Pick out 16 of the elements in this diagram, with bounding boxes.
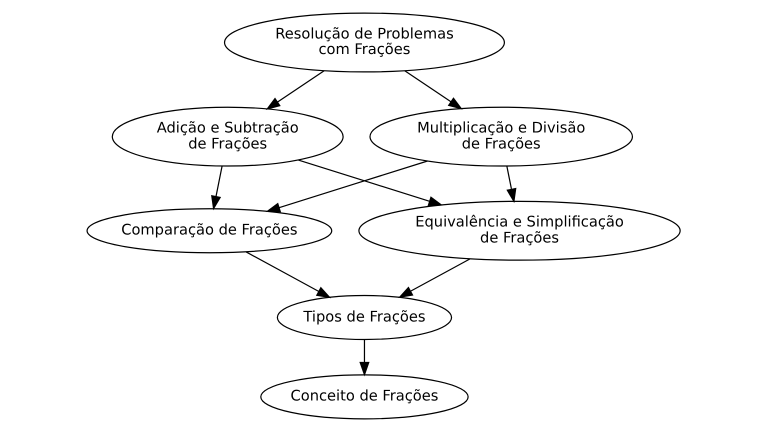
node-ellipse: Multiplicação e Divisão de Frações (369, 106, 634, 167)
arrow (506, 166, 516, 204)
node-ellipse: Adição e Subtração de Frações (112, 106, 344, 167)
arrow (359, 340, 370, 376)
node-ellipse: Conceito de Frações (260, 374, 469, 420)
arrow (266, 70, 324, 110)
arrow (398, 258, 470, 298)
node-ellipse: Tipos de Frações (276, 294, 452, 340)
arrow (298, 159, 444, 206)
node-ellipse: Resolução de Problemas com Frações (224, 12, 505, 73)
arrow (266, 160, 428, 212)
arrow (246, 251, 332, 298)
node-ellipse: Comparação de Frações (86, 208, 332, 254)
arrow (211, 166, 223, 210)
arrow (404, 70, 463, 110)
node-ellipse: Equivalência e Simplificação de Frações (358, 200, 681, 261)
